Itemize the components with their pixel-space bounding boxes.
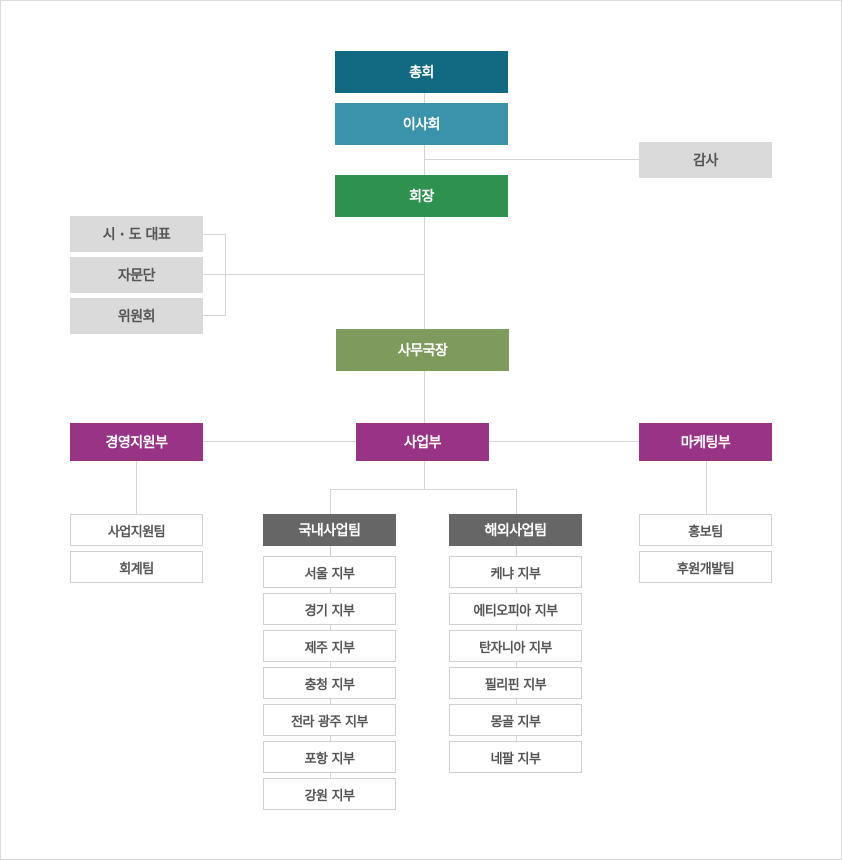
marketing-dept-box[interactable]: 마케팅부 xyxy=(639,423,772,461)
connector-marketing-teams xyxy=(706,461,707,514)
business-dept-box[interactable]: 사업부 xyxy=(356,423,489,461)
domestic-branch-gangwon[interactable]: 강원 지부 xyxy=(263,778,396,810)
advisory-item-committee[interactable]: 위원회 xyxy=(70,298,203,334)
domestic-branch-pohang[interactable]: 포항 지부 xyxy=(263,741,396,773)
team-accounting[interactable]: 회계팀 xyxy=(70,551,203,583)
connector-advisory-top xyxy=(203,234,225,235)
team-business-support[interactable]: 사업지원팀 xyxy=(70,514,203,546)
connector-secretary-business xyxy=(424,370,425,423)
management-support-dept-box[interactable]: 경영지원부 xyxy=(70,423,203,461)
connector-business-teams-bar xyxy=(330,489,517,490)
overseas-branch-nepal[interactable]: 네팔 지부 xyxy=(449,741,582,773)
overseas-branch-ethiopia[interactable]: 에티오피아 지부 xyxy=(449,593,582,625)
auditor-box[interactable]: 감사 xyxy=(639,142,772,178)
advisory-item-advisory-group[interactable]: 자문단 xyxy=(70,257,203,293)
connector-auditor xyxy=(424,159,639,160)
overseas-branch-philippines[interactable]: 필리핀 지부 xyxy=(449,667,582,699)
advisory-item-regional-reps[interactable]: 시 · 도 대표 xyxy=(70,216,203,252)
overseas-branch-kenya[interactable]: 케냐 지부 xyxy=(449,556,582,588)
team-pr[interactable]: 홍보팀 xyxy=(639,514,772,546)
connector-advisory-bracket xyxy=(225,234,226,316)
domestic-branch-jeju[interactable]: 제주 지부 xyxy=(263,630,396,662)
connector-business-teams xyxy=(424,461,425,489)
general-assembly-box[interactable]: 총회 xyxy=(335,51,508,93)
domestic-branch-jeolla-gwangju[interactable]: 전라 광주 지부 xyxy=(263,704,396,736)
connector-advisory-bottom xyxy=(203,315,225,316)
board-box[interactable]: 이사회 xyxy=(335,103,508,145)
overseas-branch-mongolia[interactable]: 몽골 지부 xyxy=(449,704,582,736)
secretary-general-box[interactable]: 사무국장 xyxy=(336,329,509,371)
domestic-branch-gyeonggi[interactable]: 경기 지부 xyxy=(263,593,396,625)
domestic-branch-seoul[interactable]: 서울 지부 xyxy=(263,556,396,588)
chairman-box[interactable]: 회장 xyxy=(335,175,508,217)
team-fundraising[interactable]: 후원개발팀 xyxy=(639,551,772,583)
connector-advisory xyxy=(203,274,425,275)
overseas-branch-tanzania[interactable]: 탄자니아 지부 xyxy=(449,630,582,662)
connector-management-teams xyxy=(136,461,137,514)
connector-overseas xyxy=(516,489,517,514)
overseas-team-box[interactable]: 해외사업팀 xyxy=(449,514,582,546)
connector-domestic xyxy=(330,489,331,514)
domestic-branch-chungcheong[interactable]: 충청 지부 xyxy=(263,667,396,699)
domestic-team-box[interactable]: 국내사업팀 xyxy=(263,514,396,546)
